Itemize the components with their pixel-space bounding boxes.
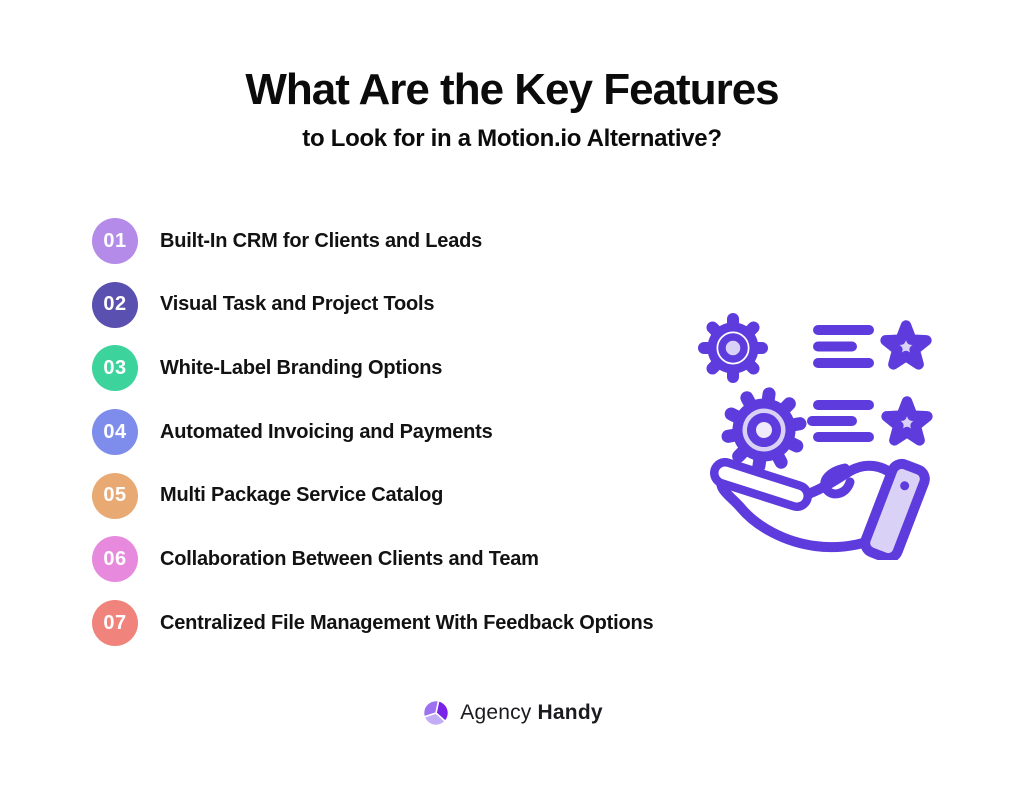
number-badge: 06 [92,536,138,583]
feature-label: White-Label Branding Options [160,356,443,379]
hand-icon [710,458,930,564]
list-lines-icon [813,325,874,368]
brand-name: Agency Handy [460,701,603,724]
star-icon [880,320,932,370]
number-badge: 01 [92,218,138,264]
header: What Are the Key Features to Look for in… [0,68,1024,153]
feature-label: Multi Package Service Catalog [160,484,444,507]
number-badge: 07 [92,600,138,647]
feature-label: Automated Invoicing and Payments [160,420,493,443]
list-item: 06 Collaboration Between Clients and Tea… [92,536,653,583]
list-item: 07 Centralized File Management With Feed… [92,600,654,647]
list-item: 04 Automated Invoicing and Payments [92,409,653,456]
feature-list: 01 Built-In CRM for Clients and Leads 02… [92,218,654,647]
list-item: 02 Visual Task and Project Tools [92,281,653,328]
feature-label: Collaboration Between Clients and Team [160,547,539,570]
footer-brand: Agency Handy [0,698,1024,728]
list-item: 03 White-Label Branding Options [92,345,653,392]
agency-handy-logo-icon [423,699,450,727]
feature-label: Centralized File Management With Feedbac… [160,611,654,634]
page-title: What Are the Key Features [245,65,779,114]
number-badge: 04 [92,409,138,456]
star-icon [881,396,933,446]
number-badge: 03 [92,345,138,392]
number-badge: 02 [92,281,138,328]
list-lines-icon [807,400,874,442]
hand-gears-illustration [685,300,945,564]
feature-label: Visual Task and Project Tools [160,293,435,316]
page-subtitle: to Look for in a Motion.io Alternative? [302,125,722,152]
list-item: 05 Multi Package Service Catalog [92,472,653,519]
number-badge: 05 [92,472,138,519]
illustration-svg [698,313,933,564]
gear-icon [698,313,768,383]
feature-label: Built-In CRM for Clients and Leads [160,229,483,252]
gear-icon [721,387,807,473]
list-item: 01 Built-In CRM for Clients and Leads [92,218,653,264]
